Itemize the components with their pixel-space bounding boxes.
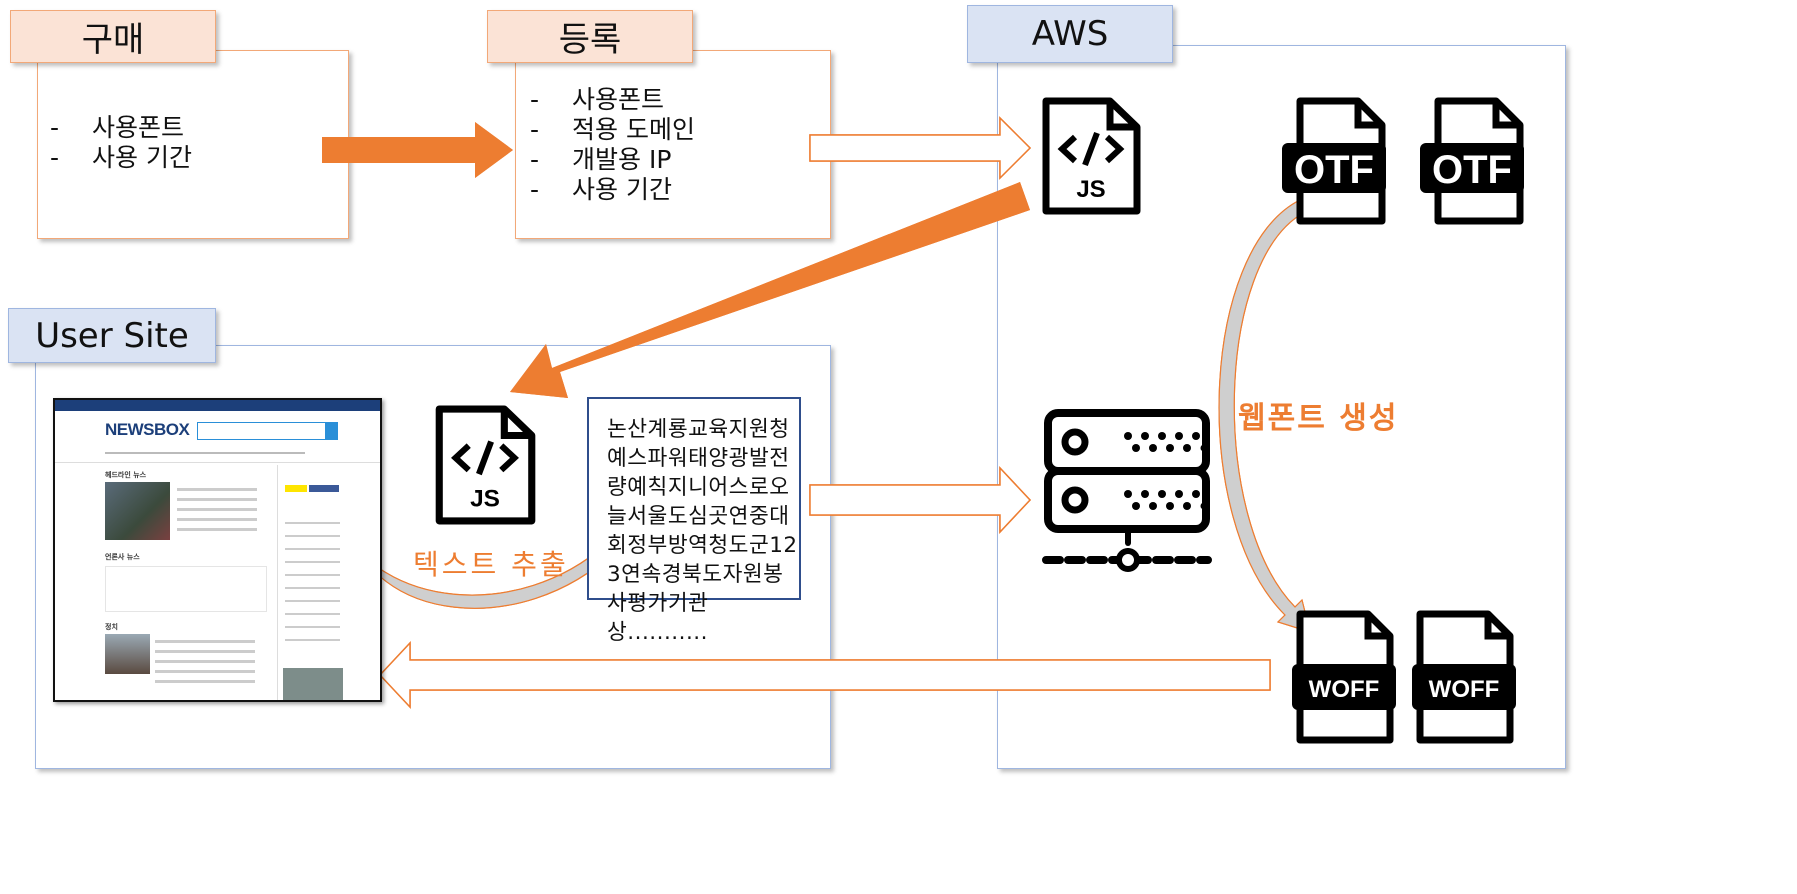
item-label: 적용 도메인 xyxy=(572,115,695,144)
list-item: -개발용 IP xyxy=(530,145,672,174)
arrow-js-to-usersite xyxy=(510,182,1030,398)
item-label: 사용폰트 xyxy=(92,113,185,142)
otf-label: OTF xyxy=(1294,148,1374,192)
arrow-woff-to-usersite xyxy=(378,641,1271,709)
register-title: 등록 xyxy=(487,10,693,63)
text-line: 량예칙지니어스로오 xyxy=(607,475,790,500)
item-label: 개발용 IP xyxy=(572,145,672,174)
user-site-title: User Site xyxy=(8,308,216,363)
js-label: JS xyxy=(1076,176,1105,203)
list-item: -사용폰트 xyxy=(530,85,665,114)
site-logo: NEWSBOX xyxy=(105,420,190,439)
item-label: 사용폰트 xyxy=(572,85,665,114)
list-item: -사용 기간 xyxy=(50,143,192,172)
list-item: -적용 도메인 xyxy=(530,115,695,144)
otf-label: OTF xyxy=(1432,148,1512,192)
top-bar xyxy=(55,400,380,411)
woff-label: WOFF xyxy=(1309,676,1380,703)
headline-photo xyxy=(105,482,170,540)
js-file-icon: JS xyxy=(435,405,536,525)
list-item: -사용폰트 xyxy=(50,113,185,142)
text-line: 예스파워태양광발전 xyxy=(607,446,790,471)
js-label: JS xyxy=(470,486,500,513)
purchase-panel xyxy=(37,50,349,239)
arrow-purchase-to-register xyxy=(322,122,513,178)
woff-file-icon: WOFF xyxy=(1292,610,1396,744)
search-icon xyxy=(325,422,338,440)
headline-heading: 헤드라인 뉴스 xyxy=(105,471,147,479)
text-line: 3연속경북도자원봉 xyxy=(607,562,784,587)
text-line: 논산계룡교육지원청 xyxy=(607,417,790,442)
list-item: -사용 기간 xyxy=(530,175,672,204)
item-label: 사용 기간 xyxy=(572,175,672,204)
js-file-icon: JS xyxy=(1042,97,1141,215)
register-list: -사용폰트 -적용 도메인 -개발용 IP -사용 기간 xyxy=(530,85,695,205)
site-search-input xyxy=(197,422,327,440)
extracted-text-box: 논산계룡교육지원청 예스파워태양광발전 량예칙지니어스로오 늘서울도심곳연중대 … xyxy=(587,397,801,645)
text-line: 회정부방역청도군12 xyxy=(607,533,798,558)
press-heading: 언론사 뉴스 xyxy=(105,553,140,561)
arrow-text-to-server xyxy=(809,466,1032,534)
purchase-list: -사용폰트 -사용 기간 xyxy=(50,113,192,173)
aws-title: AWS xyxy=(967,5,1173,63)
server-icon xyxy=(1042,409,1212,572)
otf-file-icon: OTF xyxy=(1282,97,1386,225)
text-extraction-label: 텍스트 추출 xyxy=(413,548,569,581)
text-line: 늘서울도심곳연중대 xyxy=(607,504,790,529)
website-screenshot: NEWSBOX 헤드라인 뉴스 언론사 뉴스 정치 xyxy=(53,398,382,702)
text-line: 사평가기관상........... xyxy=(607,591,709,645)
arrow-register-to-aws xyxy=(809,116,1032,180)
item-label: 사용 기간 xyxy=(92,143,192,172)
woff-file-icon: WOFF xyxy=(1412,610,1516,744)
politics-heading: 정치 xyxy=(105,623,118,631)
woff-label: WOFF xyxy=(1429,676,1500,703)
purchase-title: 구매 xyxy=(10,10,216,63)
otf-file-icon: OTF xyxy=(1420,97,1524,225)
webfont-generation-label: 웹폰트 생성 xyxy=(1238,401,1399,436)
